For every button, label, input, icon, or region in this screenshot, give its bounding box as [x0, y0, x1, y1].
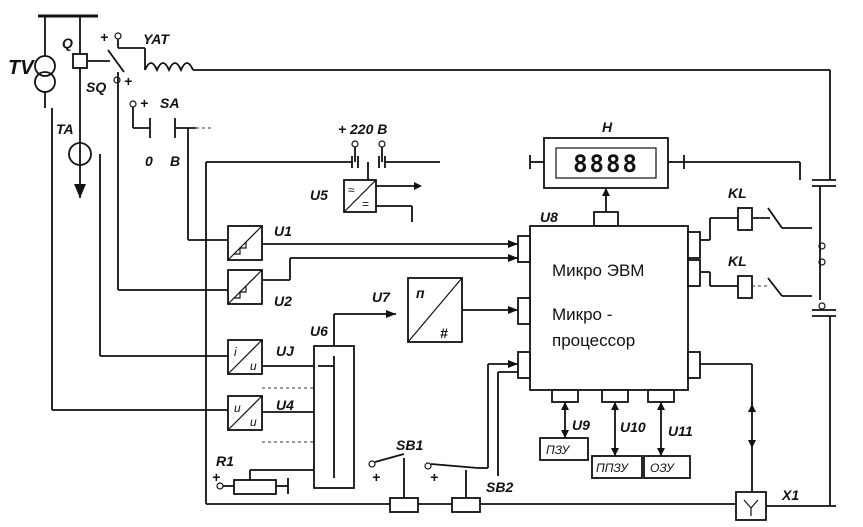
- converter-u4: u u U4: [227, 395, 314, 431]
- svg-text:+: +: [372, 469, 380, 485]
- converter-u2: U2: [227, 254, 518, 309]
- voltage-transformer-tv: TV: [8, 16, 56, 108]
- u4-label: U4: [276, 397, 294, 413]
- yat-trip-coil: YAT: [118, 31, 830, 73]
- breaker-q: Q SQ: [62, 16, 110, 198]
- memory-u9: ПЗУ U9: [539, 402, 590, 461]
- svg-text:=: =: [362, 197, 369, 211]
- svg-text:+: +: [212, 469, 220, 485]
- u7-label: U7: [372, 289, 391, 305]
- microcomputer-line3: процессор: [552, 331, 635, 350]
- u6-label: U6: [310, 323, 328, 339]
- svg-text:i: i: [234, 345, 237, 359]
- adc-u7: п # U7: [372, 277, 518, 343]
- display-h: 8888 H: [529, 119, 800, 227]
- tv-label: TV: [8, 57, 35, 79]
- sq-plus-top: +: [100, 29, 108, 45]
- u11-label: U11: [668, 423, 693, 439]
- ta-label: TA: [56, 121, 74, 137]
- display-digits: 8888: [573, 150, 639, 178]
- microcomputer-line1: Микро ЭВМ: [552, 261, 644, 280]
- sq-plus-bottom: +: [124, 73, 132, 89]
- supply-220v: + 220 B: [338, 121, 440, 180]
- sa-plus: +: [140, 95, 148, 111]
- potentiometer-r1: R1 +: [212, 453, 314, 495]
- x1-label: X1: [781, 487, 799, 503]
- relay-kl2: KL: [700, 253, 812, 299]
- r1-label: R1: [216, 453, 234, 469]
- interface-x1: X1: [700, 363, 836, 521]
- uj-label: UJ: [276, 343, 295, 359]
- button-sb1: SB1 +: [368, 437, 423, 513]
- svg-text:u: u: [250, 359, 257, 373]
- u9-label: U9: [572, 417, 590, 433]
- converter-u1: U1: [227, 223, 518, 261]
- current-transformer-ta: TA: [56, 121, 92, 166]
- sa-label: SA: [160, 95, 179, 111]
- sa-switch: + SA 0 B: [129, 95, 228, 241]
- yat-label: YAT: [143, 31, 170, 47]
- converter-uj: i u UJ: [227, 339, 314, 375]
- u8-label: U8: [540, 209, 558, 225]
- ppzu-label: ППЗУ: [596, 461, 629, 475]
- memory-u10: ППЗУ U10: [591, 402, 646, 479]
- button-sb2: + SB2: [424, 360, 518, 513]
- svg-text:u: u: [234, 401, 241, 415]
- u7-bottom: #: [440, 325, 448, 341]
- u10-label: U10: [620, 419, 646, 435]
- u2-label: U2: [274, 293, 292, 309]
- u7-top: п: [416, 285, 425, 301]
- svg-text:u: u: [250, 415, 257, 429]
- svg-text:≈: ≈: [348, 183, 355, 197]
- relay-kl1: KL: [700, 185, 812, 241]
- supply-220v-label: 220 B: [349, 121, 387, 137]
- multiplexer-u6: U6: [310, 310, 396, 489]
- ozu-label: ОЗУ: [650, 461, 675, 475]
- q-label: Q: [62, 35, 73, 51]
- sq-contact: + +: [100, 29, 196, 291]
- microcomputer-u8: U8 Микро ЭВМ Микро - процессор: [517, 209, 701, 403]
- sb1-label: SB1: [396, 437, 423, 453]
- memory-u11: ОЗУ U11: [643, 402, 693, 479]
- kl2-label: KL: [728, 253, 747, 269]
- sq-label: SQ: [86, 79, 106, 95]
- svg-text:+: +: [430, 469, 438, 485]
- sa-pos-b: B: [170, 153, 180, 169]
- supply-plus: +: [338, 121, 346, 137]
- power-converter-u5: ≈ = U5: [310, 179, 422, 222]
- sb2-label: SB2: [486, 479, 513, 495]
- sa-pos-0: 0: [145, 153, 153, 169]
- u1-label: U1: [274, 223, 292, 239]
- u5-label: U5: [310, 187, 328, 203]
- h-label: H: [602, 119, 613, 135]
- pzu-label: ПЗУ: [546, 443, 571, 457]
- microcomputer-line2: Микро -: [552, 305, 612, 324]
- kl1-label: KL: [728, 185, 747, 201]
